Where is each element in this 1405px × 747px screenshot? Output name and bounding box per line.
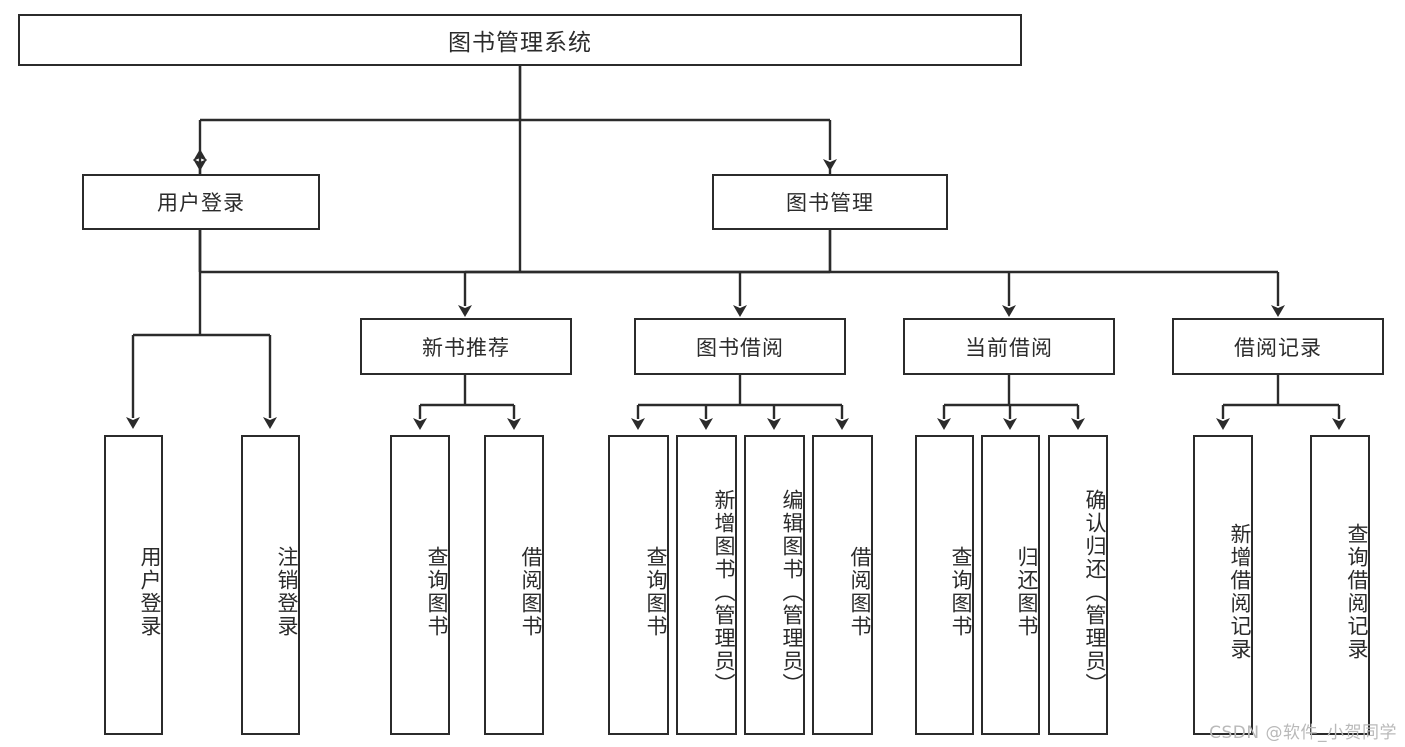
leaf-query-book-borrow[interactable]: 查询图书 (608, 435, 669, 735)
leaf-label: 新增图书（管理员） (712, 488, 736, 696)
node-new-book-recommend[interactable]: 新书推荐 (360, 318, 572, 375)
leaf-label: 查询借阅记录 (1345, 523, 1369, 661)
leaf-confirm-return-admin[interactable]: 确认归还（管理员） (1048, 435, 1108, 735)
leaf-add-book-admin[interactable]: 新增图书（管理员） (676, 435, 737, 735)
node-user-login[interactable]: 用户登录 (82, 174, 320, 230)
leaf-borrow-book[interactable]: 借阅图书 (812, 435, 873, 735)
node-book-management[interactable]: 图书管理 (712, 174, 948, 230)
leaf-label: 注销登录 (275, 546, 299, 638)
leaf-label: 查询图书 (644, 546, 668, 638)
leaf-query-book-recommend[interactable]: 查询图书 (390, 435, 450, 735)
leaf-edit-book-admin[interactable]: 编辑图书（管理员） (744, 435, 805, 735)
leaf-label: 归还图书 (1015, 546, 1039, 638)
leaf-label: 确认归还（管理员） (1083, 488, 1107, 696)
leaf-label: 用户登录 (138, 546, 162, 638)
leaf-label: 借阅图书 (848, 546, 872, 638)
leaf-logout[interactable]: 注销登录 (241, 435, 300, 735)
leaf-add-borrow-record[interactable]: 新增借阅记录 (1193, 435, 1253, 735)
leaf-label: 查询图书 (949, 546, 973, 638)
watermark-text: CSDN @软件_小贺同学 (1209, 723, 1397, 743)
leaf-label: 查询图书 (425, 546, 449, 638)
leaf-user-login[interactable]: 用户登录 (104, 435, 163, 735)
leaf-label: 新增借阅记录 (1228, 523, 1252, 661)
node-root-book-management-system[interactable]: 图书管理系统 (18, 14, 1022, 66)
node-borrow-record[interactable]: 借阅记录 (1172, 318, 1384, 375)
node-book-borrow[interactable]: 图书借阅 (634, 318, 846, 375)
leaf-query-borrow-record[interactable]: 查询借阅记录 (1310, 435, 1370, 735)
leaf-query-book-current[interactable]: 查询图书 (915, 435, 974, 735)
leaf-borrow-book-recommend[interactable]: 借阅图书 (484, 435, 544, 735)
node-current-borrow[interactable]: 当前借阅 (903, 318, 1115, 375)
leaf-return-book[interactable]: 归还图书 (981, 435, 1040, 735)
leaf-label: 编辑图书（管理员） (780, 488, 804, 696)
leaf-label: 借阅图书 (519, 546, 543, 638)
